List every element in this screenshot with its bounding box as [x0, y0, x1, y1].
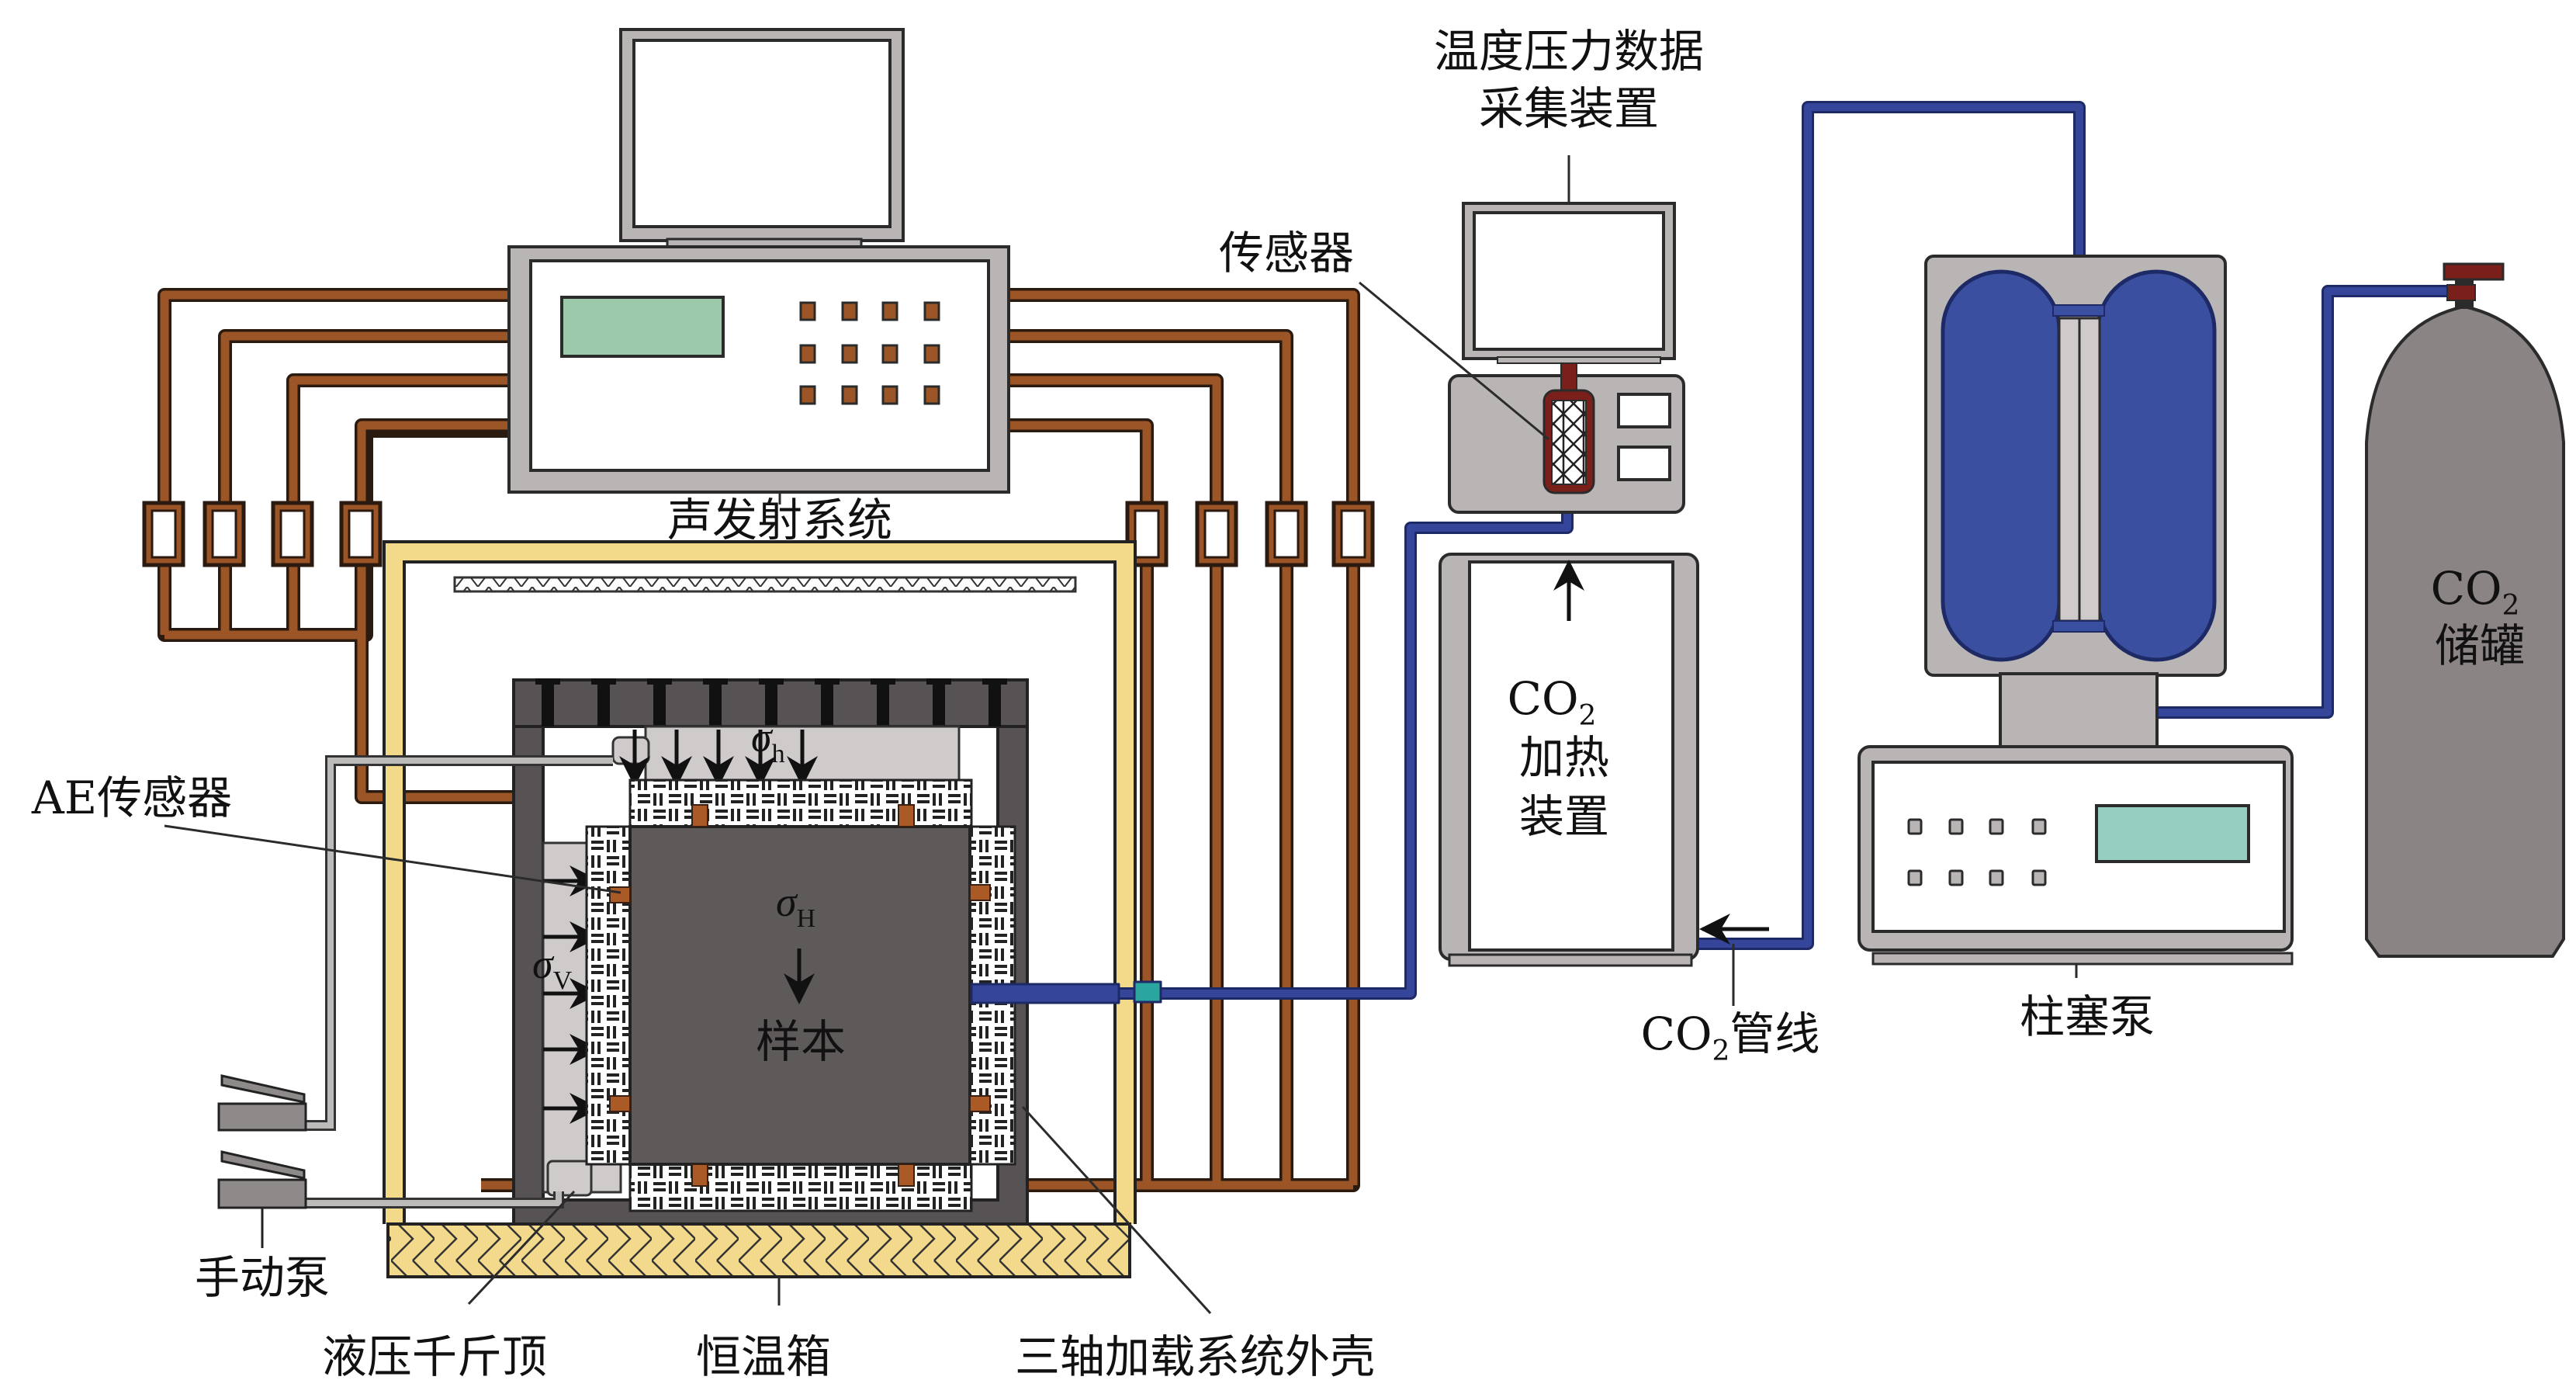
label-tank-co2: CO2 — [2431, 562, 2520, 622]
co2-text: CO — [1508, 672, 1579, 725]
sigma-symbol: σ — [776, 879, 798, 925]
ae-monitor — [619, 28, 905, 248]
plunger-pump-controller — [1858, 745, 2294, 978]
sub-H: H — [797, 904, 816, 933]
ae-display-screen — [560, 296, 725, 358]
stress-sigma-h: σh — [751, 714, 785, 768]
ae-sensor-leader-line — [164, 824, 621, 894]
co2-text: CO — [2431, 562, 2502, 615]
ae-sensors — [609, 804, 991, 1187]
rock-sample — [628, 825, 971, 1166]
preamp — [142, 501, 185, 567]
label-co2-pipeline: CO2管线 — [1641, 1007, 1820, 1067]
label-acoustic-emission-system: 声发射系统 — [667, 494, 892, 546]
manual-pump-upper — [217, 1074, 307, 1132]
stress-sigma-V: σV — [532, 941, 573, 995]
subscript-2: 2 — [1579, 700, 1597, 732]
label-ae-sensor: AE传感器 — [31, 772, 232, 824]
pump-display-screen — [2095, 804, 2250, 863]
label-hydraulic-jack: 液压千斤顶 — [322, 1330, 547, 1383]
label-tank-line2: 储罐 — [2435, 619, 2525, 672]
manual-pump-lower — [217, 1150, 307, 1248]
sigma-symbol: σ — [751, 714, 774, 761]
ae-preamplifiers-right — [1125, 501, 1375, 567]
label-daq-line2: 采集装置 — [1479, 82, 1659, 135]
top-bolts — [535, 678, 1007, 726]
co2-text: CO — [1641, 1007, 1712, 1060]
preamp — [339, 501, 383, 567]
thermostat-chamber — [383, 540, 1137, 1224]
preamp — [1331, 501, 1375, 567]
sub-h: h — [772, 740, 785, 768]
label-sample: 样本 — [756, 1015, 846, 1068]
daq-device — [1448, 362, 1685, 514]
svg-text:σh: σh — [751, 714, 785, 768]
stress-sigma-H: σH — [776, 879, 815, 1004]
ae-preamplifiers-left — [142, 501, 383, 567]
preamp — [203, 501, 246, 567]
subscript-2: 2 — [1712, 1035, 1730, 1067]
co2-storage-tank — [2365, 262, 2565, 958]
pipe-connector — [1133, 980, 1162, 1004]
label-thermostat: 恒温箱 — [696, 1330, 831, 1383]
sensor-leader-line — [1359, 281, 1549, 441]
label-heater-co2: CO2 — [1508, 672, 1597, 732]
co2-heater — [1439, 553, 1769, 967]
preamp — [1265, 501, 1308, 567]
daq-monitor — [1462, 155, 1676, 364]
label-daq-line1: 温度压力数据 — [1434, 25, 1704, 78]
sub-V: V — [553, 966, 573, 995]
label-plunger-pump: 柱塞泵 — [2020, 990, 2155, 1043]
preamp — [1195, 501, 1238, 567]
pipeline-text: 管线 — [1729, 1007, 1819, 1060]
label-sensor: 传感器 — [1219, 227, 1354, 279]
label-manual-pump: 手动泵 — [195, 1251, 330, 1304]
jack-leader-line — [467, 1190, 576, 1306]
subscript-2: 2 — [2502, 590, 2520, 622]
svg-text:σV: σV — [532, 941, 573, 995]
shell-leader-line — [1021, 1105, 1212, 1315]
svg-text:σH: σH — [776, 879, 815, 933]
tank-valve — [2443, 262, 2505, 281]
preamp — [271, 501, 314, 567]
label-triaxial-shell: 三轴加载系统外壳 — [1015, 1330, 1375, 1383]
sigma-symbol: σ — [532, 941, 555, 987]
pump-cylinder-right — [2096, 269, 2217, 662]
pump-control-buttons — [1907, 818, 2047, 886]
thermostat-base — [386, 1222, 1131, 1278]
acoustic-emission-system-box — [507, 245, 1010, 505]
top-hydraulic-platen — [611, 725, 961, 790]
heater-strip — [453, 576, 1077, 593]
label-heater-line2: 加热 — [1519, 731, 1609, 784]
label-heater-line3: 装置 — [1519, 790, 1609, 843]
pump-cylinder-left — [1941, 269, 2062, 662]
plunger-pump — [1924, 255, 2227, 751]
ae-control-buttons — [799, 301, 940, 405]
